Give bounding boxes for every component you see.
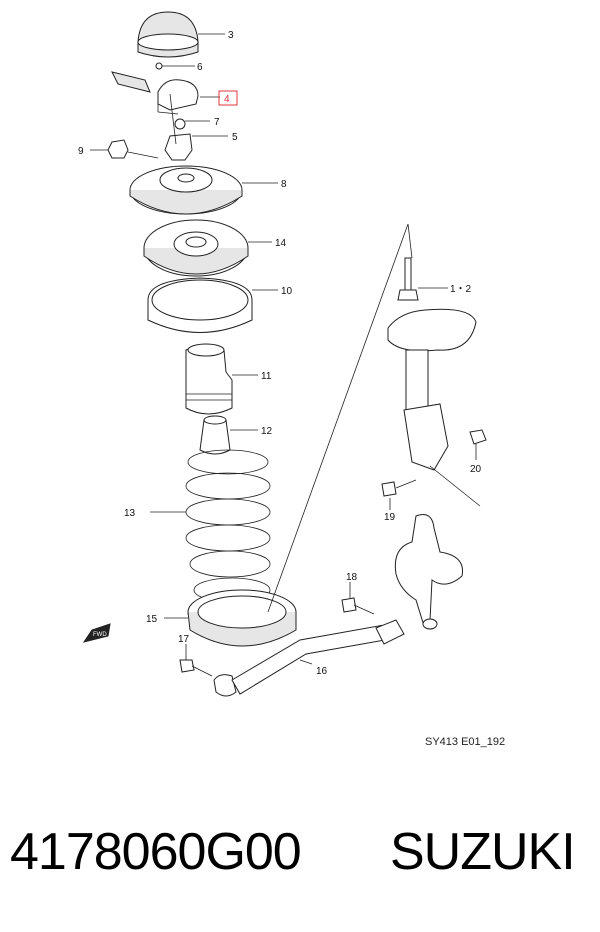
callout-3: 3 <box>228 30 234 41</box>
callout-20: 20 <box>470 464 482 475</box>
callout-16: 16 <box>316 666 328 677</box>
callout-8: 8 <box>281 179 287 190</box>
part-8-mount-plate: 8 <box>129 165 287 215</box>
assembly-leader-lines <box>169 93 481 613</box>
callout-11: 11 <box>261 371 272 382</box>
callout-13: 13 <box>124 508 136 519</box>
footer-bar <box>0 780 600 932</box>
callout-14: 14 <box>275 238 287 249</box>
part-20-nut: 20 <box>469 429 487 475</box>
part-knuckle <box>394 514 464 630</box>
callout-9: 9 <box>78 146 84 157</box>
callout-17: 17 <box>178 634 190 645</box>
part-19-bolt: 19 <box>381 479 417 523</box>
part-15-lower-seat: 15 <box>146 589 297 647</box>
callout-15: 15 <box>146 614 158 625</box>
forward-direction-arrow: FWD <box>82 623 111 643</box>
diagram-code: SY413 E01_192 <box>425 736 506 748</box>
part-12-bumper: 12 <box>199 415 273 455</box>
callout-19: 19 <box>384 512 396 523</box>
brand-name: SUZUKI <box>390 823 576 881</box>
part-number: 4178060G00 <box>10 823 302 881</box>
part-17-bolt: 17 <box>178 634 213 677</box>
part-3-dust-cap: 3 <box>137 11 234 58</box>
part-4-bracket: 6 4 <box>111 62 238 115</box>
callout-18: 18 <box>346 572 358 583</box>
part-1-2-strut: 1・2 <box>387 257 477 471</box>
part-5-bracket: 7 5 <box>164 117 238 161</box>
part-11-bump-stop: 11 <box>185 343 272 415</box>
callout-7: 7 <box>214 117 220 128</box>
fwd-label: FWD <box>93 632 107 638</box>
callout-12: 12 <box>261 426 273 437</box>
part-10-spring-seat: 10 <box>147 277 293 333</box>
part-14-bearing-plate: 14 <box>143 219 287 277</box>
part-13-coil-spring: 13 <box>124 449 271 603</box>
callout-6: 6 <box>197 62 203 73</box>
callout-4-box <box>218 90 238 106</box>
callout-5: 5 <box>232 132 238 143</box>
callout-4: 4 <box>224 94 230 105</box>
callout-1-2: 1・2 <box>450 284 472 295</box>
exploded-parts-diagram: 3 6 4 7 5 9 8 <box>78 11 487 697</box>
part-9-nut: 9 <box>78 139 159 159</box>
part-16-trailing-link: 16 <box>213 619 405 697</box>
part-18-bolt: 18 <box>341 572 375 615</box>
callout-10: 10 <box>281 286 293 297</box>
